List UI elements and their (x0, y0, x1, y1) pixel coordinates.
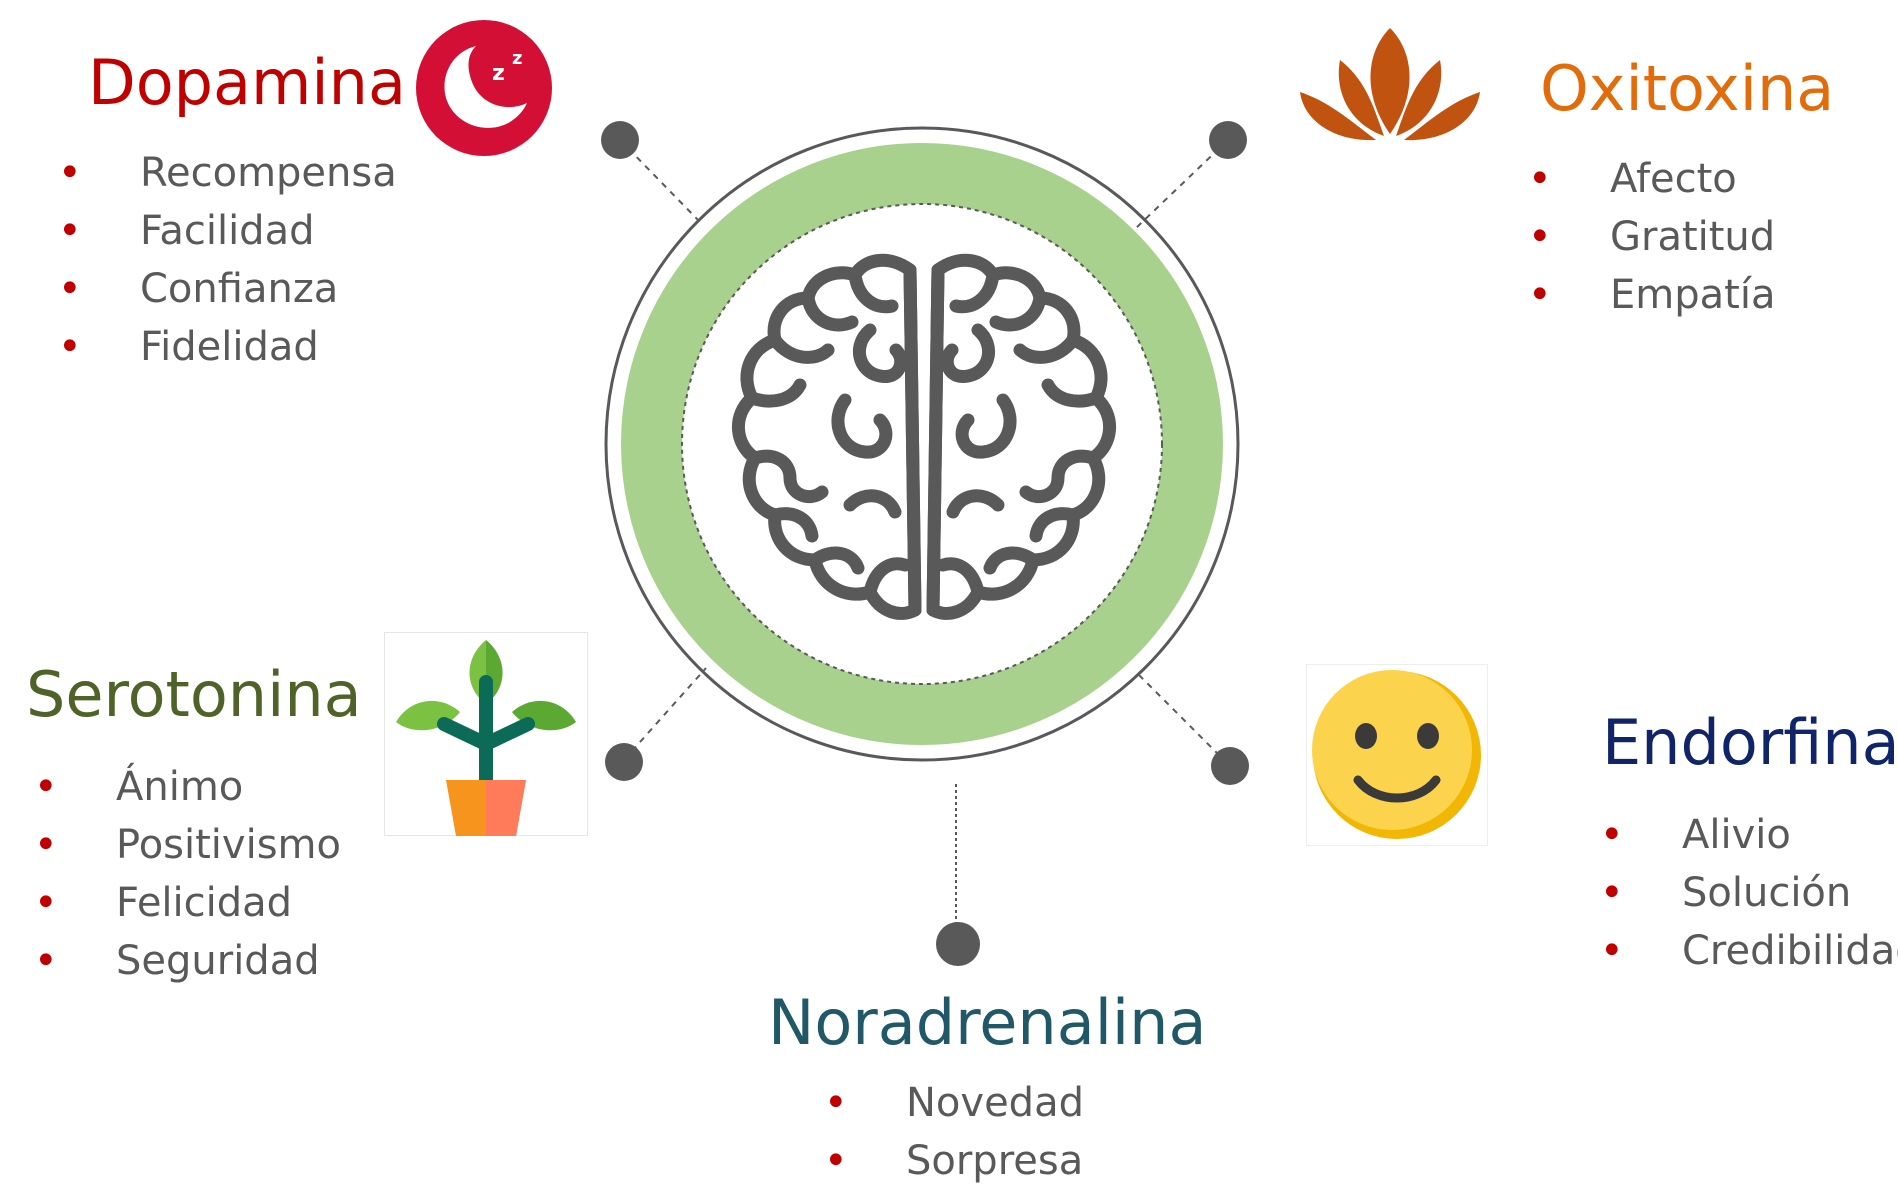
bullet: • (1600, 870, 1624, 916)
dot-oxitoxina (1209, 121, 1247, 159)
plant-icon (384, 632, 588, 836)
list-item: •Recompensa (58, 144, 406, 202)
bullet: • (34, 938, 58, 984)
smiley-icon (1306, 664, 1488, 846)
bullet: • (58, 208, 82, 254)
svg-text:z: z (512, 48, 522, 69)
endorfina-title: Endorfina (1602, 706, 1898, 779)
list-item: •Ánimo (34, 758, 362, 816)
oxitoxina-title: Oxitoxina (1540, 52, 1835, 125)
moon-sleep-icon: z z (416, 20, 552, 156)
bullet: • (34, 880, 58, 926)
noradrenalina-list: •Novedad •Sorpresa (824, 1074, 1206, 1190)
connector-dots (601, 121, 1249, 966)
svg-text:z: z (492, 61, 505, 86)
list-item: •Credibilidad (1600, 922, 1898, 980)
list-item: •Facilidad (58, 202, 406, 260)
serotonina-group: Serotonina •Ánimo •Positivismo •Felicida… (26, 664, 362, 990)
bullet: • (824, 1080, 848, 1126)
inner-ring (681, 203, 1163, 685)
dot-serotonina (605, 743, 643, 781)
connectors (619, 139, 1229, 932)
list-item: •Solución (1600, 864, 1898, 922)
dot-noradrenalina (936, 922, 980, 966)
dopamina-group: Dopamina •Recompensa •Facilidad •Confian… (58, 52, 406, 376)
bullet: • (824, 1138, 848, 1184)
bullet: • (1600, 812, 1624, 858)
list-item: •Sorpresa (824, 1132, 1206, 1190)
bullet: • (34, 822, 58, 868)
connector-oxitoxina (1135, 139, 1229, 229)
dot-dopamina (601, 121, 639, 159)
oxitoxina-list: •Afecto •Gratitud •Empatía (1528, 150, 1834, 324)
noradrenalina-group: Noradrenalina •Novedad •Sorpresa (768, 992, 1206, 1190)
bullet: • (1528, 272, 1552, 318)
connector-endorfina (1137, 673, 1229, 765)
serotonina-list: •Ánimo •Positivismo •Felicidad •Segurida… (34, 758, 362, 990)
bullet: • (58, 324, 82, 370)
outer-ring (604, 126, 1240, 762)
bullet: • (58, 150, 82, 196)
dopamina-title: Dopamina (88, 46, 406, 119)
endorfina-group: Endorfina •Alivio •Solución •Credibilida… (1600, 706, 1898, 980)
list-item: •Confianza (58, 260, 406, 318)
list-item: •Seguridad (34, 932, 362, 990)
list-item: •Felicidad (34, 874, 362, 932)
dot-endorfina (1211, 747, 1249, 785)
endorfina-list: •Alivio •Solución •Credibilidad (1600, 806, 1898, 980)
list-item: •Gratitud (1528, 208, 1834, 266)
bullet: • (1528, 156, 1552, 202)
list-item: •Empatía (1528, 266, 1834, 324)
noradrenalina-title: Noradrenalina (768, 986, 1207, 1059)
connector-serotonina (623, 667, 707, 761)
bullet: • (58, 266, 82, 312)
list-item: •Alivio (1600, 806, 1898, 864)
bullet: • (1600, 928, 1624, 974)
bullet: • (34, 764, 58, 810)
list-item: •Novedad (824, 1074, 1206, 1132)
bullet: • (1528, 214, 1552, 260)
green-ring (621, 143, 1223, 745)
lotus-icon (1300, 28, 1480, 141)
list-item: •Positivismo (34, 816, 362, 874)
list-item: •Fidelidad (58, 318, 406, 376)
list-item: •Afecto (1528, 150, 1834, 208)
serotonina-title: Serotonina (26, 658, 362, 731)
oxitoxina-group: Oxitoxina •Afecto •Gratitud •Empatía (1528, 58, 1834, 324)
dopamina-list: •Recompensa •Facilidad •Confianza •Fidel… (58, 144, 406, 376)
brain-icon (731, 253, 1117, 620)
